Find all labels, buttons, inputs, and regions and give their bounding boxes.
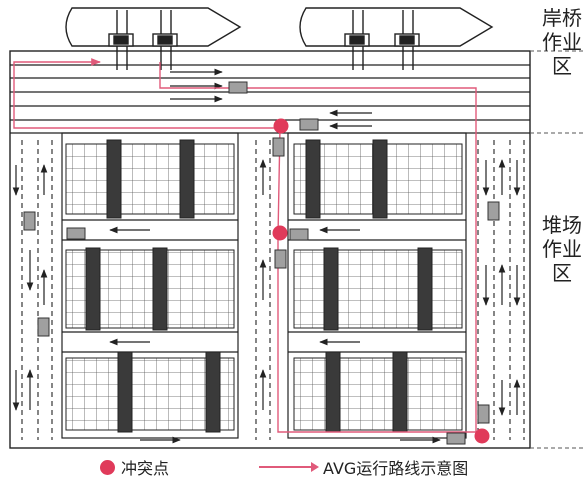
conflict-point-legend-icon (100, 459, 115, 475)
conflict-point-1 (273, 118, 289, 134)
legend: 冲突点 AVG运行路线示意图 (100, 455, 468, 479)
yard-lane-lines (21, 140, 525, 440)
quay-lanes (10, 64, 530, 134)
yard-lane-arrows (12, 159, 521, 416)
quay-zone-label: 岸桥 作业 区 (542, 6, 582, 78)
route-legend-label: AVG运行路线示意图 (323, 459, 469, 478)
block-lane-arrows (109, 226, 441, 444)
quay-crane-1 (108, 10, 134, 70)
yard-cranes (85, 139, 433, 433)
conflict-point-legend-label: 冲突点 (121, 459, 170, 478)
conflict-point-2 (272, 225, 288, 241)
yard-frames (61, 132, 467, 439)
quay-crane-2 (152, 10, 178, 70)
quay-crane-3 (344, 10, 370, 70)
agv-vehicles (23, 81, 500, 445)
conflict-point-3 (474, 428, 490, 444)
quay-lane-arrows (170, 68, 372, 130)
quay-crane-4 (394, 10, 420, 70)
route-legend-icon (259, 462, 320, 472)
yard-zone-label: 堆场 作业 区 (542, 213, 582, 285)
agv-route (13, 58, 477, 433)
conflict-points (272, 118, 490, 444)
terminal-boundary (9, 50, 531, 449)
